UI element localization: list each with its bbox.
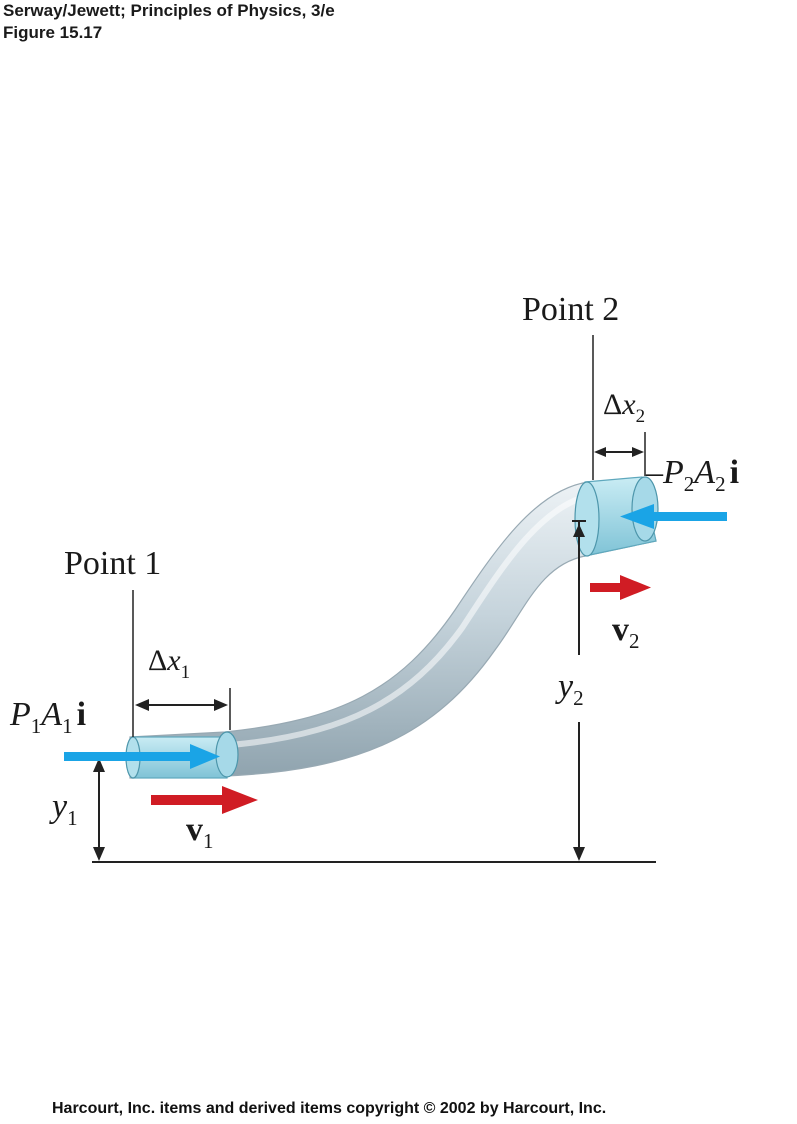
dx2-dimension-arrow <box>594 447 644 457</box>
point2-label: Point 2 <box>522 291 619 328</box>
velocity-arrow-1 <box>151 786 258 814</box>
force-arrow-2 <box>620 504 727 529</box>
dx2-label: Δx2 <box>603 388 645 427</box>
force-arrow-1 <box>64 744 220 769</box>
point1-label: Point 1 <box>64 545 161 582</box>
dx1-label: Δx1 <box>148 644 190 683</box>
figure-number: Figure 15.17 <box>3 23 103 42</box>
dx1-dimension-arrow <box>135 699 228 711</box>
book-title: Serway/Jewett; Principles of Physics, 3/… <box>3 1 335 20</box>
pipe-highlight <box>227 492 595 748</box>
velocity-arrow-2 <box>590 575 651 600</box>
y2-label: y2 <box>555 668 584 710</box>
y1-label: y1 <box>49 788 78 830</box>
y1-dimension-arrow <box>93 758 105 861</box>
v1-label: v1 <box>186 811 214 853</box>
copyright-footer: Harcourt, Inc. items and derived items c… <box>52 1100 607 1117</box>
y2-dimension-arrow <box>572 520 586 861</box>
v2-label: v2 <box>612 611 640 653</box>
